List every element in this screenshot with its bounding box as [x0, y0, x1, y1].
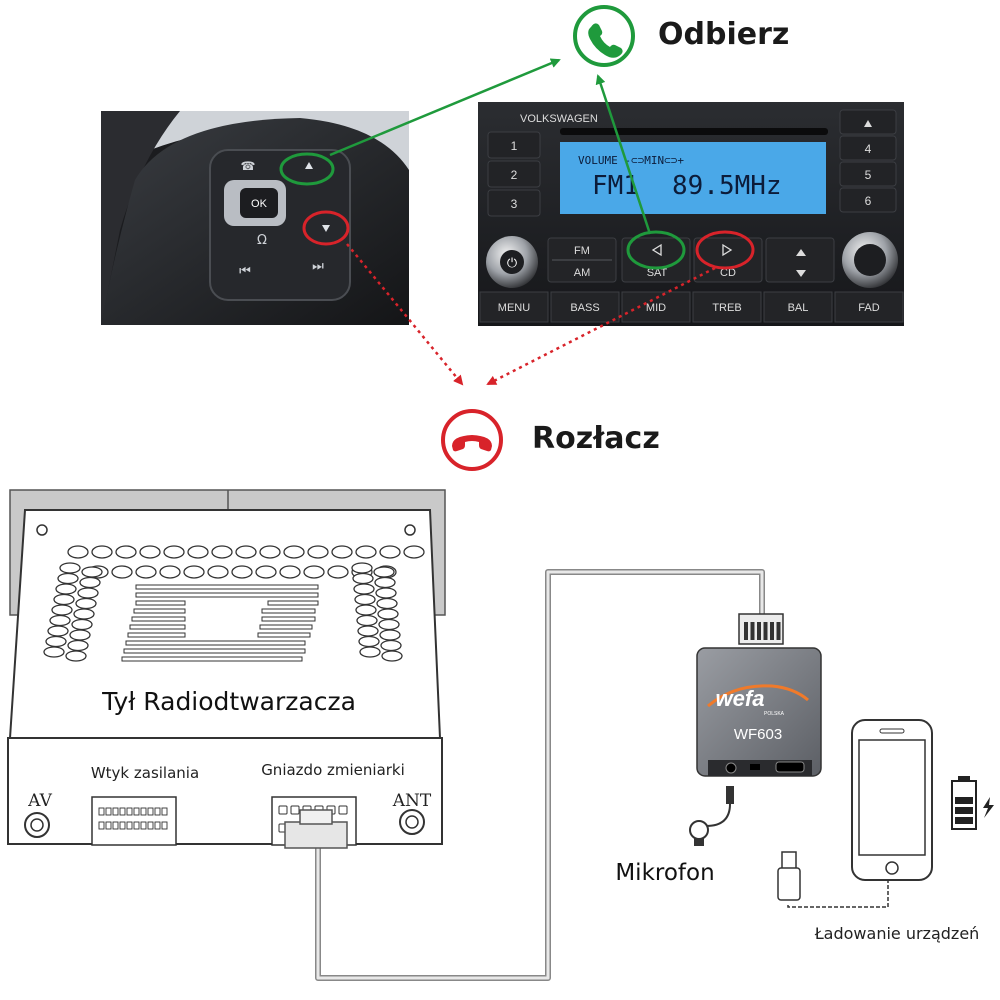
battery-charging-icon [951, 776, 994, 830]
microphone-icon [689, 820, 709, 840]
hangup-arrow-wheel [346, 243, 464, 386]
hangup-label: Rozłacz [532, 421, 660, 456]
answer-arrow-wheel [329, 58, 561, 157]
wheel-down-icon [322, 225, 330, 232]
av-label: AV [27, 791, 52, 811]
module-brand-sub: POLSKA [764, 711, 785, 717]
usb-charging-cable: Ładowanie urządzeń [777, 851, 980, 943]
answer-group: Odbierz [329, 5, 789, 235]
preset-3: 3 [511, 197, 518, 211]
answer-label: Odbierz [658, 17, 789, 52]
module-model: WF603 [734, 726, 782, 743]
power-plug-connector [91, 796, 177, 846]
microphone: Mikrofon [615, 786, 734, 886]
wf603-module: wefa POLSKA WF603 [696, 647, 822, 777]
radio-bottom-buttons: MENU BASS MID TREB BAL FAD [479, 291, 904, 323]
preset-2: 2 [511, 168, 518, 182]
btn-treb: TREB [712, 302, 741, 314]
wheel-answer-highlight [279, 152, 335, 186]
seek-forward-icon [722, 243, 733, 257]
preset-6: 6 [865, 194, 872, 208]
fm-label: FM [574, 245, 590, 257]
btn-menu: MENU [498, 302, 530, 314]
preset-4: 4 [865, 142, 872, 156]
seek-back-icon [651, 243, 662, 257]
radio-back-unit: Tył Radiodtwarzacza Wtyk zasilania Gniaz… [7, 489, 446, 846]
module-brand: wefa [716, 686, 765, 711]
ok-label: OK [251, 198, 268, 210]
charging-label: Ładowanie urządzeń [814, 924, 980, 943]
wheel-next-icon: ⏭ [312, 259, 324, 274]
answer-phone-icon [573, 5, 635, 67]
cd-slot [560, 128, 828, 135]
ant-label: ANT [392, 791, 432, 811]
wheel-up-icon [305, 162, 313, 169]
radio-answer-highlight [626, 230, 686, 270]
wheel-prev-icon: ⏮ [239, 264, 251, 279]
ok-button [240, 188, 278, 218]
lcd-frequency: 89.5MHz [672, 171, 782, 201]
changer-socket-label: Gniazdo zmieniarki [261, 761, 405, 779]
radio-rear-panel [7, 737, 443, 845]
radio-hangup-highlight [695, 230, 755, 270]
microphone-label: Mikrofon [615, 860, 714, 886]
left-presets: 1 2 3 [487, 131, 541, 217]
usb-port [775, 761, 805, 773]
btn-fad: FAD [858, 302, 879, 314]
cable-plug-radio [284, 821, 348, 849]
power-icon: ⏻ [507, 256, 517, 271]
radio-down-icon [796, 270, 806, 277]
hangup-arrow-radio [486, 266, 716, 386]
smartphone [851, 719, 933, 881]
changer-cable [284, 569, 784, 981]
cd-label: CD [720, 267, 736, 279]
mic-jack [725, 762, 737, 774]
radio-front-photo: VOLKSWAGEN 1 2 3 4 5 6 VOLUME -⊂⊃MIN⊂⊃+ … [478, 102, 904, 326]
right-presets: 4 5 6 [839, 109, 897, 213]
radio-lcd [560, 142, 826, 214]
preset-1: 1 [511, 139, 518, 153]
radio-up-icon [796, 249, 806, 256]
wheel-phone-icon: ☎ [241, 159, 256, 173]
radio-back-title: Tył Radiodtwarzacza [101, 687, 356, 716]
btn-bal: BAL [788, 302, 809, 314]
preset-5: 5 [865, 168, 872, 182]
wheel-hangup-highlight [302, 210, 350, 246]
vent-slots [121, 584, 319, 662]
btn-bass: BASS [570, 302, 599, 314]
wheel-voice-icon: Ω [257, 233, 267, 248]
hangup-group: Rozłacz [346, 243, 716, 471]
lcd-volume: VOLUME -⊂⊃MIN⊂⊃+ [578, 154, 684, 167]
steering-wheel-photo: OK ☎ Ω ⏮ ⏭ [101, 111, 409, 325]
power-plug-label: Wtyk zasilania [91, 764, 199, 782]
radio-brand: VOLKSWAGEN [520, 113, 598, 125]
wefa-car-logo [707, 684, 809, 708]
answer-arrow-radio [595, 74, 652, 235]
btn-mid: MID [646, 302, 666, 314]
am-label: AM [574, 267, 591, 279]
ant-socket [399, 809, 425, 835]
vent-holes [43, 545, 425, 662]
sat-label: SAT [647, 267, 668, 279]
eject-icon [864, 120, 872, 127]
av-socket [24, 812, 50, 838]
